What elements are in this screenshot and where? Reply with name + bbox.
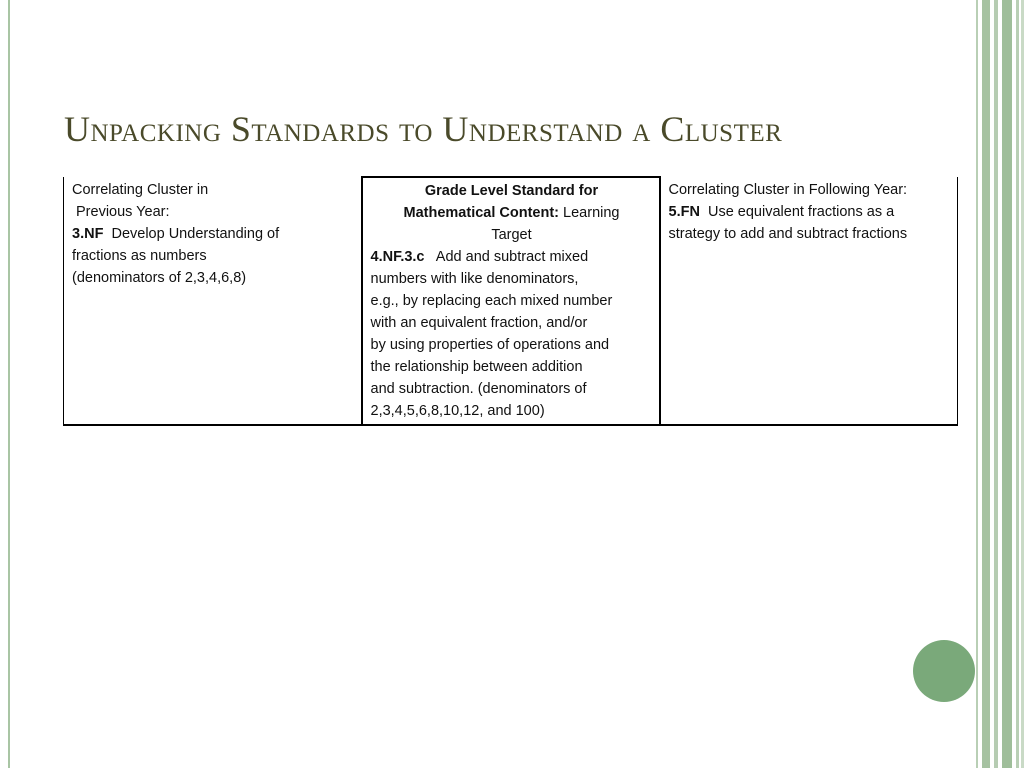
right-stripe	[982, 0, 990, 768]
current-standard-code: 4.NF.3.c	[370, 249, 425, 265]
current-heading-bold1: Grade Level Standard for	[424, 183, 599, 199]
following-text-line2: strategy to add and subtract fractions	[668, 226, 908, 242]
previous-standard-line: 3.NF Develop Understanding of	[72, 223, 355, 245]
right-stripe	[1016, 0, 1019, 768]
current-text-line8: 2,3,4,5,6,8,10,12, and 100)	[370, 403, 545, 419]
previous-heading-line1: Correlating Cluster in	[72, 182, 209, 198]
slide-title: Unpacking Standards to Understand a Clus…	[64, 109, 783, 149]
current-text-line2: numbers with like denominators,	[370, 271, 579, 287]
following-text-line1: Use equivalent fractions as a	[707, 204, 895, 220]
previous-standard-code: 3.NF	[72, 226, 104, 242]
current-heading-line3: Target	[491, 227, 532, 243]
previous-heading-line2: Previous Year:	[76, 204, 170, 220]
right-stripe	[976, 0, 978, 768]
current-text-line7: and subtraction. (denominators of	[370, 381, 587, 397]
following-standard-line: 5.FN Use equivalent fractions as a	[669, 201, 952, 223]
current-text-line5: by using properties of operations and	[370, 337, 610, 353]
current-heading-line2: Mathematical Content: Learning	[371, 202, 653, 224]
decorative-circle	[913, 640, 975, 702]
current-text-line3: e.g., by replacing each mixed number	[370, 293, 613, 309]
previous-standard-text: Develop Understanding of	[111, 226, 280, 242]
current-heading-line1: Grade Level Standard for	[371, 180, 653, 202]
following-heading: Correlating Cluster in Following Year:	[668, 182, 908, 198]
current-heading-rest2: Learning	[563, 205, 620, 221]
left-border-line	[8, 0, 10, 768]
following-standard-code: 5.FN	[668, 204, 700, 220]
current-text-line1: Add and subtract mixed	[435, 249, 589, 265]
current-text-line6: the relationship between addition	[370, 359, 583, 375]
standards-table: Correlating Cluster in Previous Year: 3.…	[63, 176, 958, 426]
current-heading-bold2: Mathematical Content:	[403, 205, 560, 221]
right-stripe	[994, 0, 998, 768]
following-year-cell: Correlating Cluster in Following Year: 5…	[659, 177, 958, 426]
current-standard-line: 4.NF.3.c Add and subtract mixed	[371, 246, 653, 268]
previous-text-line2: fractions as numbers	[72, 248, 207, 264]
table-row: Correlating Cluster in Previous Year: 3.…	[63, 176, 958, 426]
current-text-line4: with an equivalent fraction, and/or	[370, 315, 588, 331]
right-stripe	[1021, 0, 1024, 768]
previous-text-line3: (denominators of 2,3,4,6,8)	[72, 270, 247, 286]
previous-year-cell: Correlating Cluster in Previous Year: 3.…	[63, 177, 362, 426]
right-stripe	[1002, 0, 1012, 768]
grade-level-standard-cell: Grade Level Standard for Mathematical Co…	[360, 176, 661, 426]
